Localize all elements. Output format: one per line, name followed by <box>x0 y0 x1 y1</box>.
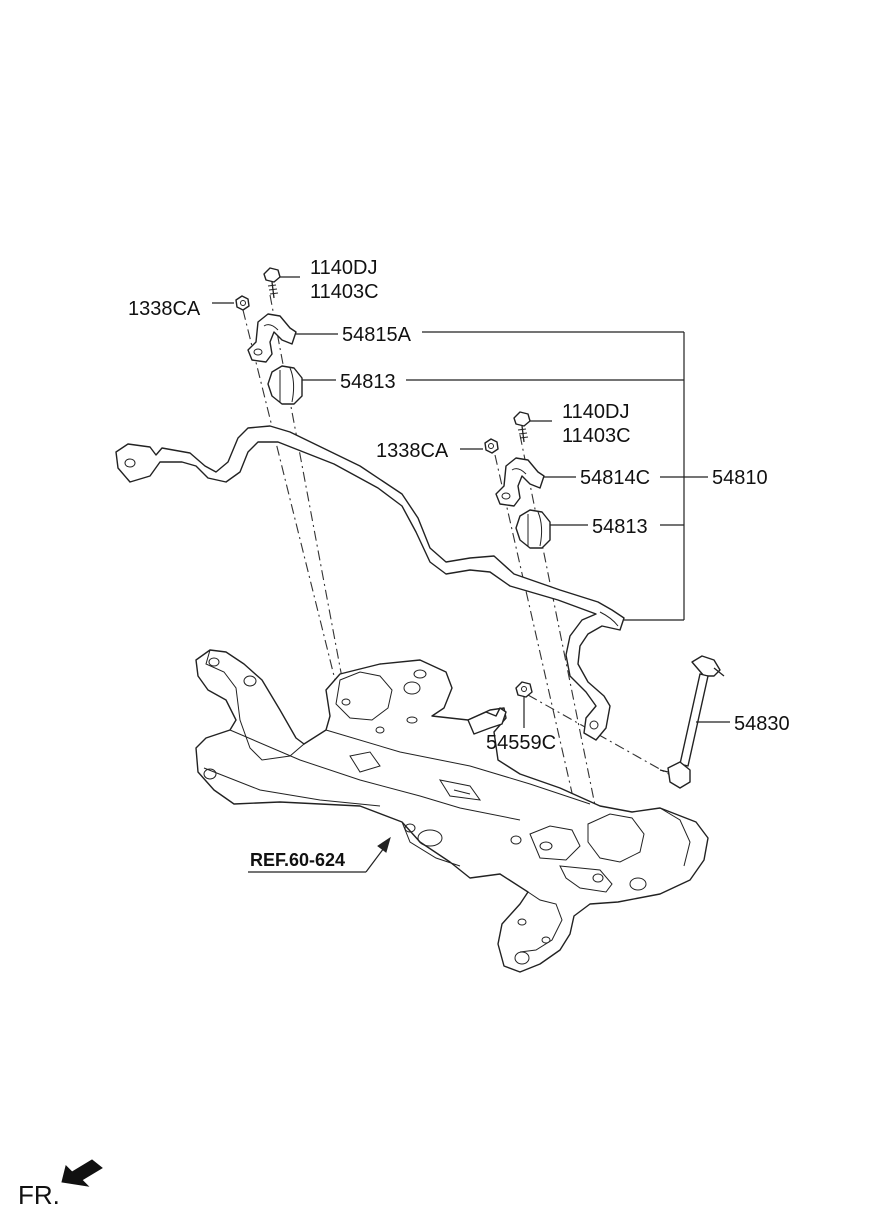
link-nut-icon <box>515 681 533 698</box>
label-bolt-right-1: 1140DJ <box>562 401 629 423</box>
front-direction-arrow-icon <box>61 1159 103 1187</box>
front-label: FR. <box>18 1180 60 1210</box>
left-mount-parts <box>235 267 303 405</box>
leader-lines <box>212 276 730 873</box>
label-bolt-left-1: 1140DJ <box>310 257 377 279</box>
ref-arrow-icon <box>377 836 391 853</box>
label-bushing-right: 54813 <box>592 516 648 538</box>
stabilizer-link-icon <box>659 655 725 789</box>
label-bolt-right-2: 11403C <box>562 425 631 447</box>
bracket-left-icon <box>247 313 297 363</box>
bolt-left-icon <box>263 267 281 299</box>
label-reference: REF.60-624 <box>250 850 345 870</box>
nut-right-icon <box>484 438 499 454</box>
bushing-right-icon <box>515 509 551 549</box>
label-bolt-left-2: 11403C <box>310 281 379 303</box>
label-link-nut: 54559C <box>486 732 556 754</box>
stabilizer-bar <box>115 425 625 741</box>
label-nut-left: 1338CA <box>128 298 201 320</box>
label-bracket-right: 54814C <box>580 467 650 489</box>
bolt-right-icon <box>513 411 531 443</box>
label-stabilizer-link: 54830 <box>734 713 790 735</box>
label-bracket-left: 54815A <box>342 324 412 346</box>
nut-left-icon <box>235 295 250 311</box>
right-mount-parts <box>484 411 551 549</box>
bracket-right-icon <box>495 457 545 507</box>
label-nut-right: 1338CA <box>376 440 449 462</box>
label-bushing-left: 54813 <box>340 371 396 393</box>
label-bar-assembly: 54810 <box>712 467 768 489</box>
part-labels: 1140DJ 11403C 1338CA 54815A 54813 1140DJ… <box>128 257 790 870</box>
front-indicator: FR. <box>18 1159 103 1210</box>
bushing-left-icon <box>267 365 303 405</box>
subframe-crossmember <box>195 649 709 973</box>
